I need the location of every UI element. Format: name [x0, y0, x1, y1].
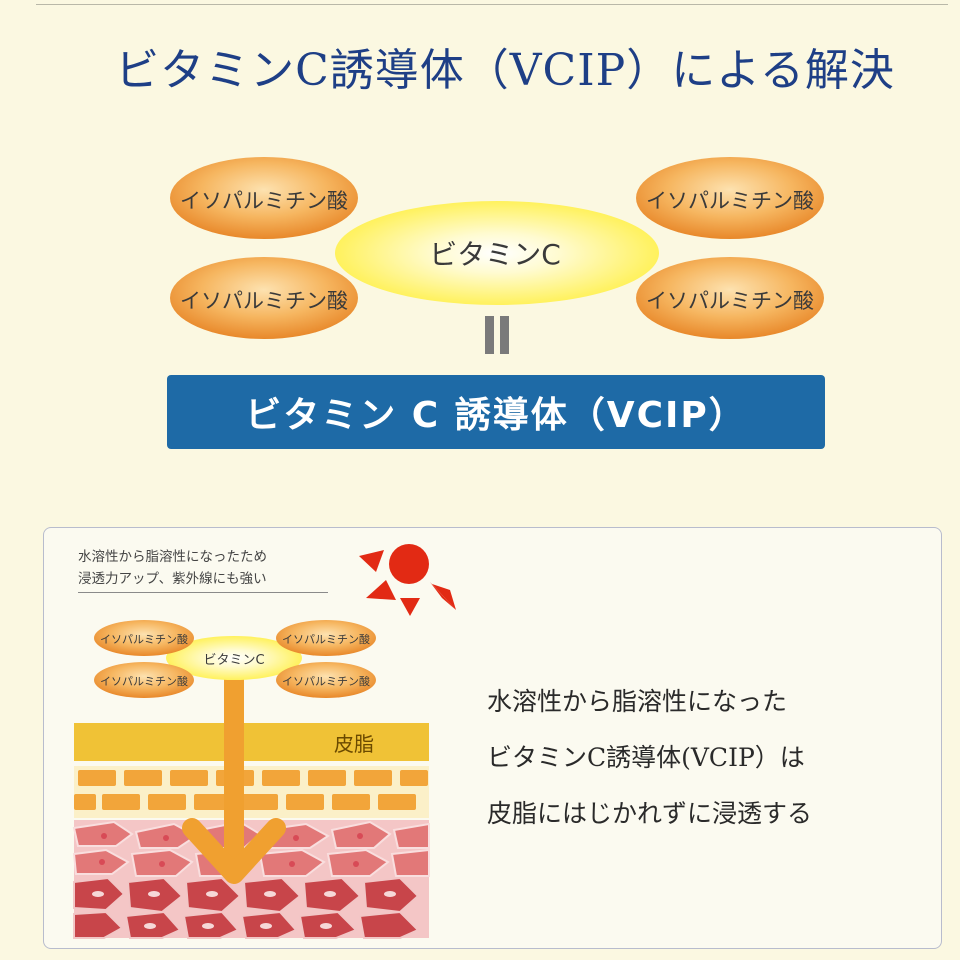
- vitamin-c-label: ビタミンC: [429, 238, 561, 271]
- mini-molecule-label: イソパルミチン酸: [282, 674, 370, 688]
- note-box: 水溶性から脂溶性になったため 浸透力アップ、紫外線にも強い: [78, 546, 328, 593]
- mini-molecule-diagram: ビタミンC イソパルミチン酸 イソパルミチン酸 イソパルミチン酸 イソパルミチン…: [94, 620, 376, 698]
- molecule-top-right: [636, 157, 824, 239]
- vitamin-c-core: [335, 201, 659, 305]
- description-line: 水溶性から脂溶性になった: [487, 687, 788, 716]
- equals-icon: [483, 316, 511, 354]
- sebum-layer: [74, 723, 429, 761]
- description-line: 皮脂にはじかれずに浸透する: [487, 799, 813, 828]
- vcip-molecule-diagram: ビタミンC イソパルミチン酸 イソパルミチン酸 イソパルミチン酸 イソパルミチン…: [170, 157, 824, 339]
- molecule-top-left: [170, 157, 358, 239]
- skin-penetration-illustration: ビタミンC イソパルミチン酸 イソパルミチン酸 イソパルミチン酸 イソパルミチン…: [72, 544, 456, 939]
- molecule-bottom-right: [636, 257, 824, 339]
- molecule-bottom-left: [170, 257, 358, 339]
- vcip-banner: ビタミン C 誘導体（VCIP）: [167, 375, 825, 449]
- molecule-label: イソパルミチン酸: [180, 289, 348, 313]
- down-arrow-icon: [182, 668, 286, 884]
- sun-icon: [359, 544, 456, 616]
- page-title: ビタミンC誘導体（VCIP）による解決: [115, 45, 895, 96]
- molecule-label: イソパルミチン酸: [646, 289, 814, 313]
- mini-molecule-label: イソパルミチン酸: [100, 632, 188, 646]
- mini-vitamin-c-label: ビタミンC: [203, 653, 264, 668]
- mini-molecule-label: イソパルミチン酸: [282, 632, 370, 646]
- mini-molecule-label: イソパルミチン酸: [100, 674, 188, 688]
- top-divider: [36, 4, 948, 5]
- molecule-label: イソパルミチン酸: [180, 189, 348, 213]
- sebum-label: 皮脂: [334, 732, 374, 756]
- note-line: 浸透力アップ、紫外線にも強い: [78, 571, 267, 587]
- description-text: 水溶性から脂溶性になった ビタミンC誘導体(VCIP）は 皮脂にはじかれずに浸透…: [487, 674, 907, 842]
- description-line: ビタミンC誘導体(VCIP）は: [487, 743, 805, 772]
- molecule-label: イソパルミチン酸: [646, 189, 814, 213]
- note-line: 水溶性から脂溶性になったため: [78, 549, 267, 565]
- skin-cell-layer: [72, 820, 430, 939]
- explanation-panel: 水溶性から脂溶性になったため 浸透力アップ、紫外線にも強い: [43, 527, 942, 949]
- stratum-corneum: [74, 766, 429, 818]
